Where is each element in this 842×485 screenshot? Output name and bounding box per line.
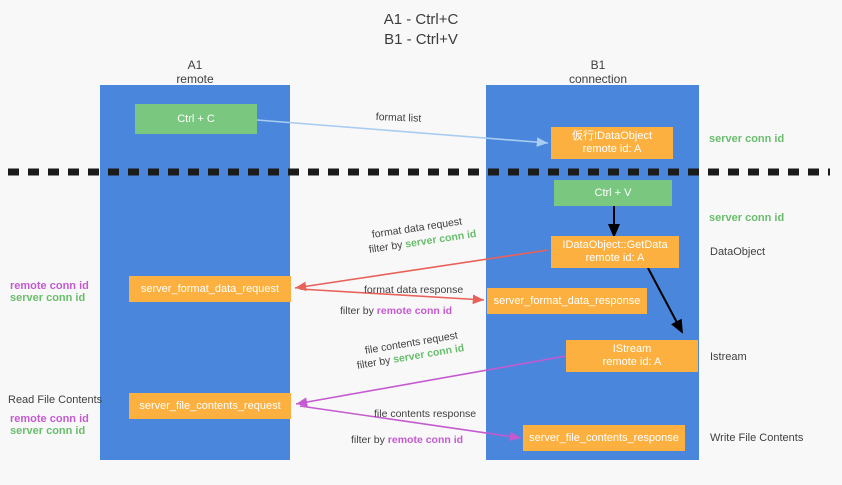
label-filter-prefix: filter by	[340, 305, 377, 317]
title-line-1: A1 - Ctrl+C	[383, 11, 459, 28]
box-ctrl-c-label: Ctrl + C	[177, 112, 215, 125]
box-server-file-contents-request-label: server_file_contents_request	[139, 399, 281, 412]
box-getdata-line-1: IDataObject::GetData	[562, 239, 668, 251]
box-getdata-line-2: remote id: A	[585, 252, 645, 264]
label-file-contents-response: file contents response	[374, 408, 476, 421]
label-file-contents-response-text: file contents response	[374, 408, 477, 420]
right-label-server-conn-id-top: server conn id	[709, 133, 785, 145]
label-format-data-response: format data response	[364, 284, 463, 297]
label-filter-key-remote-conn-id: remote conn id	[387, 434, 464, 446]
box-server-file-contents-response-label: server_file_contents_response	[529, 431, 679, 444]
column-header-a1-sub: remote	[176, 72, 214, 86]
label-format-list: format list	[376, 111, 422, 126]
right-label-write-file-contents: Write File Contents	[710, 432, 804, 444]
left-label-server-conn-id-bottom: server conn id	[10, 425, 86, 437]
box-istream[interactable]: IStream remote id: A	[566, 340, 698, 372]
label-filter-prefix: filter by	[351, 434, 388, 446]
page-title: A1 - Ctrl+C B1 - Ctrl+V	[0, 10, 842, 50]
column-header-b1: B1 connection	[543, 58, 653, 86]
column-header-a1-name: A1	[187, 58, 203, 72]
column-header-a1: A1 remote	[140, 58, 250, 86]
left-label-remote-conn-id-bottom: remote conn id	[10, 413, 89, 425]
right-label-server-conn-id-mid: server conn id	[709, 212, 785, 224]
box-idataobject-getdata[interactable]: IDataObject::GetData remote id: A	[551, 236, 679, 268]
column-header-b1-sub: connection	[568, 72, 628, 86]
right-label-dataobject: DataObject	[710, 246, 766, 258]
right-label-istream: Istream	[710, 351, 747, 363]
box-server-format-data-response[interactable]: server_format_data_response	[487, 288, 647, 314]
box-idataobject[interactable]: 仮行IDataObject remote id: A	[551, 127, 673, 159]
box-server-format-data-request-label: server_format_data_request	[140, 282, 280, 295]
label-format-data-response-filter: filter by remote conn id	[340, 305, 452, 318]
label-file-contents-response-filter: filter by remote conn id	[351, 434, 463, 447]
box-ctrl-c[interactable]: Ctrl + C	[135, 104, 257, 134]
box-server-format-data-request[interactable]: server_format_data_request	[129, 276, 291, 302]
label-format-data-response-text: format data response	[364, 284, 464, 296]
box-idataobject-line-1: 仮行IDataObject	[571, 130, 653, 142]
box-server-file-contents-response[interactable]: server_file_contents_response	[523, 425, 685, 451]
box-istream-line-1: IStream	[612, 343, 652, 355]
box-server-format-data-response-label: server_format_data_response	[493, 294, 641, 307]
label-format-list-text: format list	[375, 111, 422, 125]
box-istream-line-2: remote id: A	[602, 356, 662, 368]
label-filter-key-remote-conn-id: remote conn id	[376, 305, 453, 317]
left-label-remote-conn-id-mid: remote conn id	[10, 280, 89, 292]
box-server-file-contents-request[interactable]: server_file_contents_request	[129, 393, 291, 419]
box-ctrl-v-label: Ctrl + V	[594, 186, 632, 199]
label-filter-prefix: filter by	[356, 353, 395, 372]
left-label-read-file-contents: Read File Contents	[8, 394, 103, 406]
box-idataobject-line-2: remote id: A	[582, 143, 642, 155]
title-line-2: B1 - Ctrl+V	[384, 31, 458, 48]
box-ctrl-v[interactable]: Ctrl + V	[554, 180, 672, 206]
column-header-b1-name: B1	[590, 58, 606, 72]
left-label-server-conn-id-mid: server conn id	[10, 292, 86, 304]
